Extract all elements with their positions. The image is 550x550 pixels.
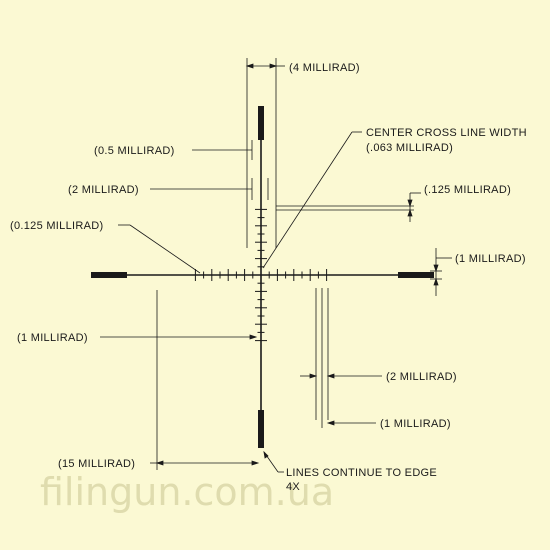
bottom-post — [258, 410, 264, 448]
dimension-lines — [100, 58, 452, 473]
label-15-millirad: (15 MILLIRAD) — [58, 458, 135, 470]
label-4-millirad: (4 MILLIRAD) — [289, 62, 360, 74]
label-1-millirad-left: (1 MILLIRAD) — [17, 332, 88, 344]
right-post — [398, 272, 434, 278]
labels: (4 MILLIRAD) (0.5 MILLIRAD) CENTER CROSS… — [10, 62, 527, 493]
label-2-millirad-bottom: (2 MILLIRAD) — [386, 371, 457, 383]
label-center-cross-width: CENTER CROSS LINE WIDTH — [366, 127, 527, 139]
label-4x: 4X — [286, 481, 300, 493]
label-lines-continue: LINES CONTINUE TO EDGE — [286, 467, 437, 479]
label-1-millirad-right: (1 MILLIRAD) — [455, 253, 526, 265]
watermark: filingun.com.ua — [40, 470, 334, 514]
mil-ticks — [194, 208, 328, 342]
top-post — [258, 106, 264, 140]
label-1-millirad-bottom: (1 MILLIRAD) — [380, 418, 451, 430]
label-center-cross-width-value: (.063 MILLIRAD) — [366, 142, 453, 154]
crosshair — [91, 106, 434, 448]
label-0-125-millirad-left: (0.125 MILLIRAD) — [10, 220, 103, 232]
label-2-millirad-top: (2 MILLIRAD) — [68, 184, 139, 196]
label-0-5-millirad: (0.5 MILLIRAD) — [94, 145, 175, 157]
label-125-millirad-right: (.125 MILLIRAD) — [424, 184, 511, 196]
left-post — [91, 272, 127, 278]
